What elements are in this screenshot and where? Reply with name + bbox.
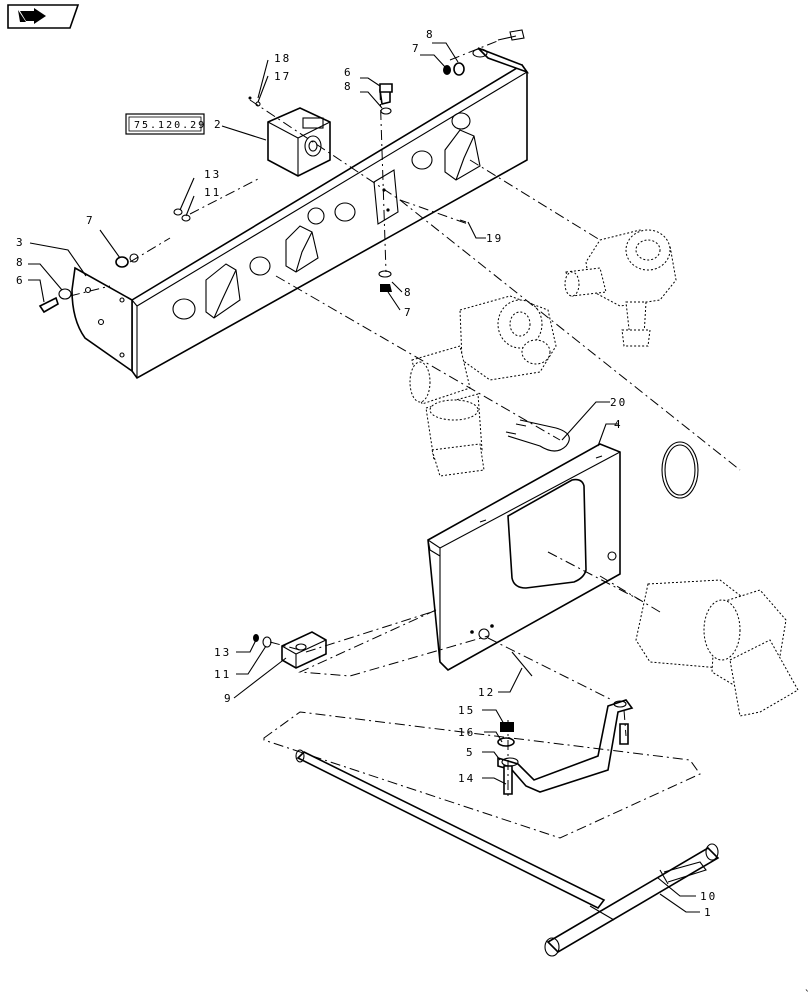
callout-15: 15 <box>458 704 475 717</box>
callout-7: 7 <box>86 214 95 227</box>
callout-4: 4 <box>614 418 623 431</box>
callout-11: 11 <box>214 668 231 681</box>
callout-8: 8 <box>344 80 353 93</box>
centerlines <box>69 39 741 839</box>
callout-18: 18 <box>274 52 291 65</box>
hardware <box>38 29 629 795</box>
gearbox-middle <box>409 295 557 477</box>
reference-box-text: 75.120.29 <box>134 120 206 131</box>
callout-13: 13 <box>214 646 231 659</box>
callout-8: 8 <box>426 28 435 41</box>
callout-1: 1 <box>704 906 713 919</box>
callout-2: 2 <box>214 118 223 131</box>
mounting-plate <box>427 443 621 671</box>
support-bracket <box>497 699 634 793</box>
cross-beam <box>71 47 530 380</box>
callout-13: 13 <box>204 168 221 181</box>
callout-7: 7 <box>404 306 413 319</box>
u-bolt <box>505 419 570 452</box>
spacer-block <box>281 631 327 669</box>
motor-assembly <box>635 579 799 717</box>
reference-box[interactable]: 75.120.29 <box>125 113 206 135</box>
callout-3: 3 <box>16 236 25 249</box>
gearbox-upper <box>564 229 677 347</box>
callout-12: 12 <box>478 686 495 699</box>
clamp-ring <box>661 441 699 499</box>
callout-11: 11 <box>204 186 221 199</box>
leader-lines <box>28 42 700 913</box>
arrow-right-icon <box>18 8 46 24</box>
callout-7: 7 <box>412 42 421 55</box>
nav-icon-box[interactable] <box>7 4 80 29</box>
callout-14: 14 <box>458 772 475 785</box>
callout-6: 6 <box>344 66 353 79</box>
callout-9: 9 <box>224 692 233 705</box>
callouts: 8 7 6 8 18 17 2 13 11 7 3 8 6 19 8 7 20 … <box>16 28 717 919</box>
callout-17: 17 <box>274 70 291 83</box>
callout-6: 6 <box>16 274 25 287</box>
callout-8: 8 <box>16 256 25 269</box>
svg-text:`: ` <box>804 988 812 1000</box>
switch-module <box>267 107 331 177</box>
callout-20: 20 <box>610 396 627 409</box>
callout-10: 10 <box>700 890 717 903</box>
handle-bar <box>295 749 720 957</box>
callout-19: 19 <box>486 232 503 245</box>
callout-16: 16 <box>458 726 475 739</box>
callout-8: 8 <box>404 286 413 299</box>
callout-5: 5 <box>466 746 475 759</box>
